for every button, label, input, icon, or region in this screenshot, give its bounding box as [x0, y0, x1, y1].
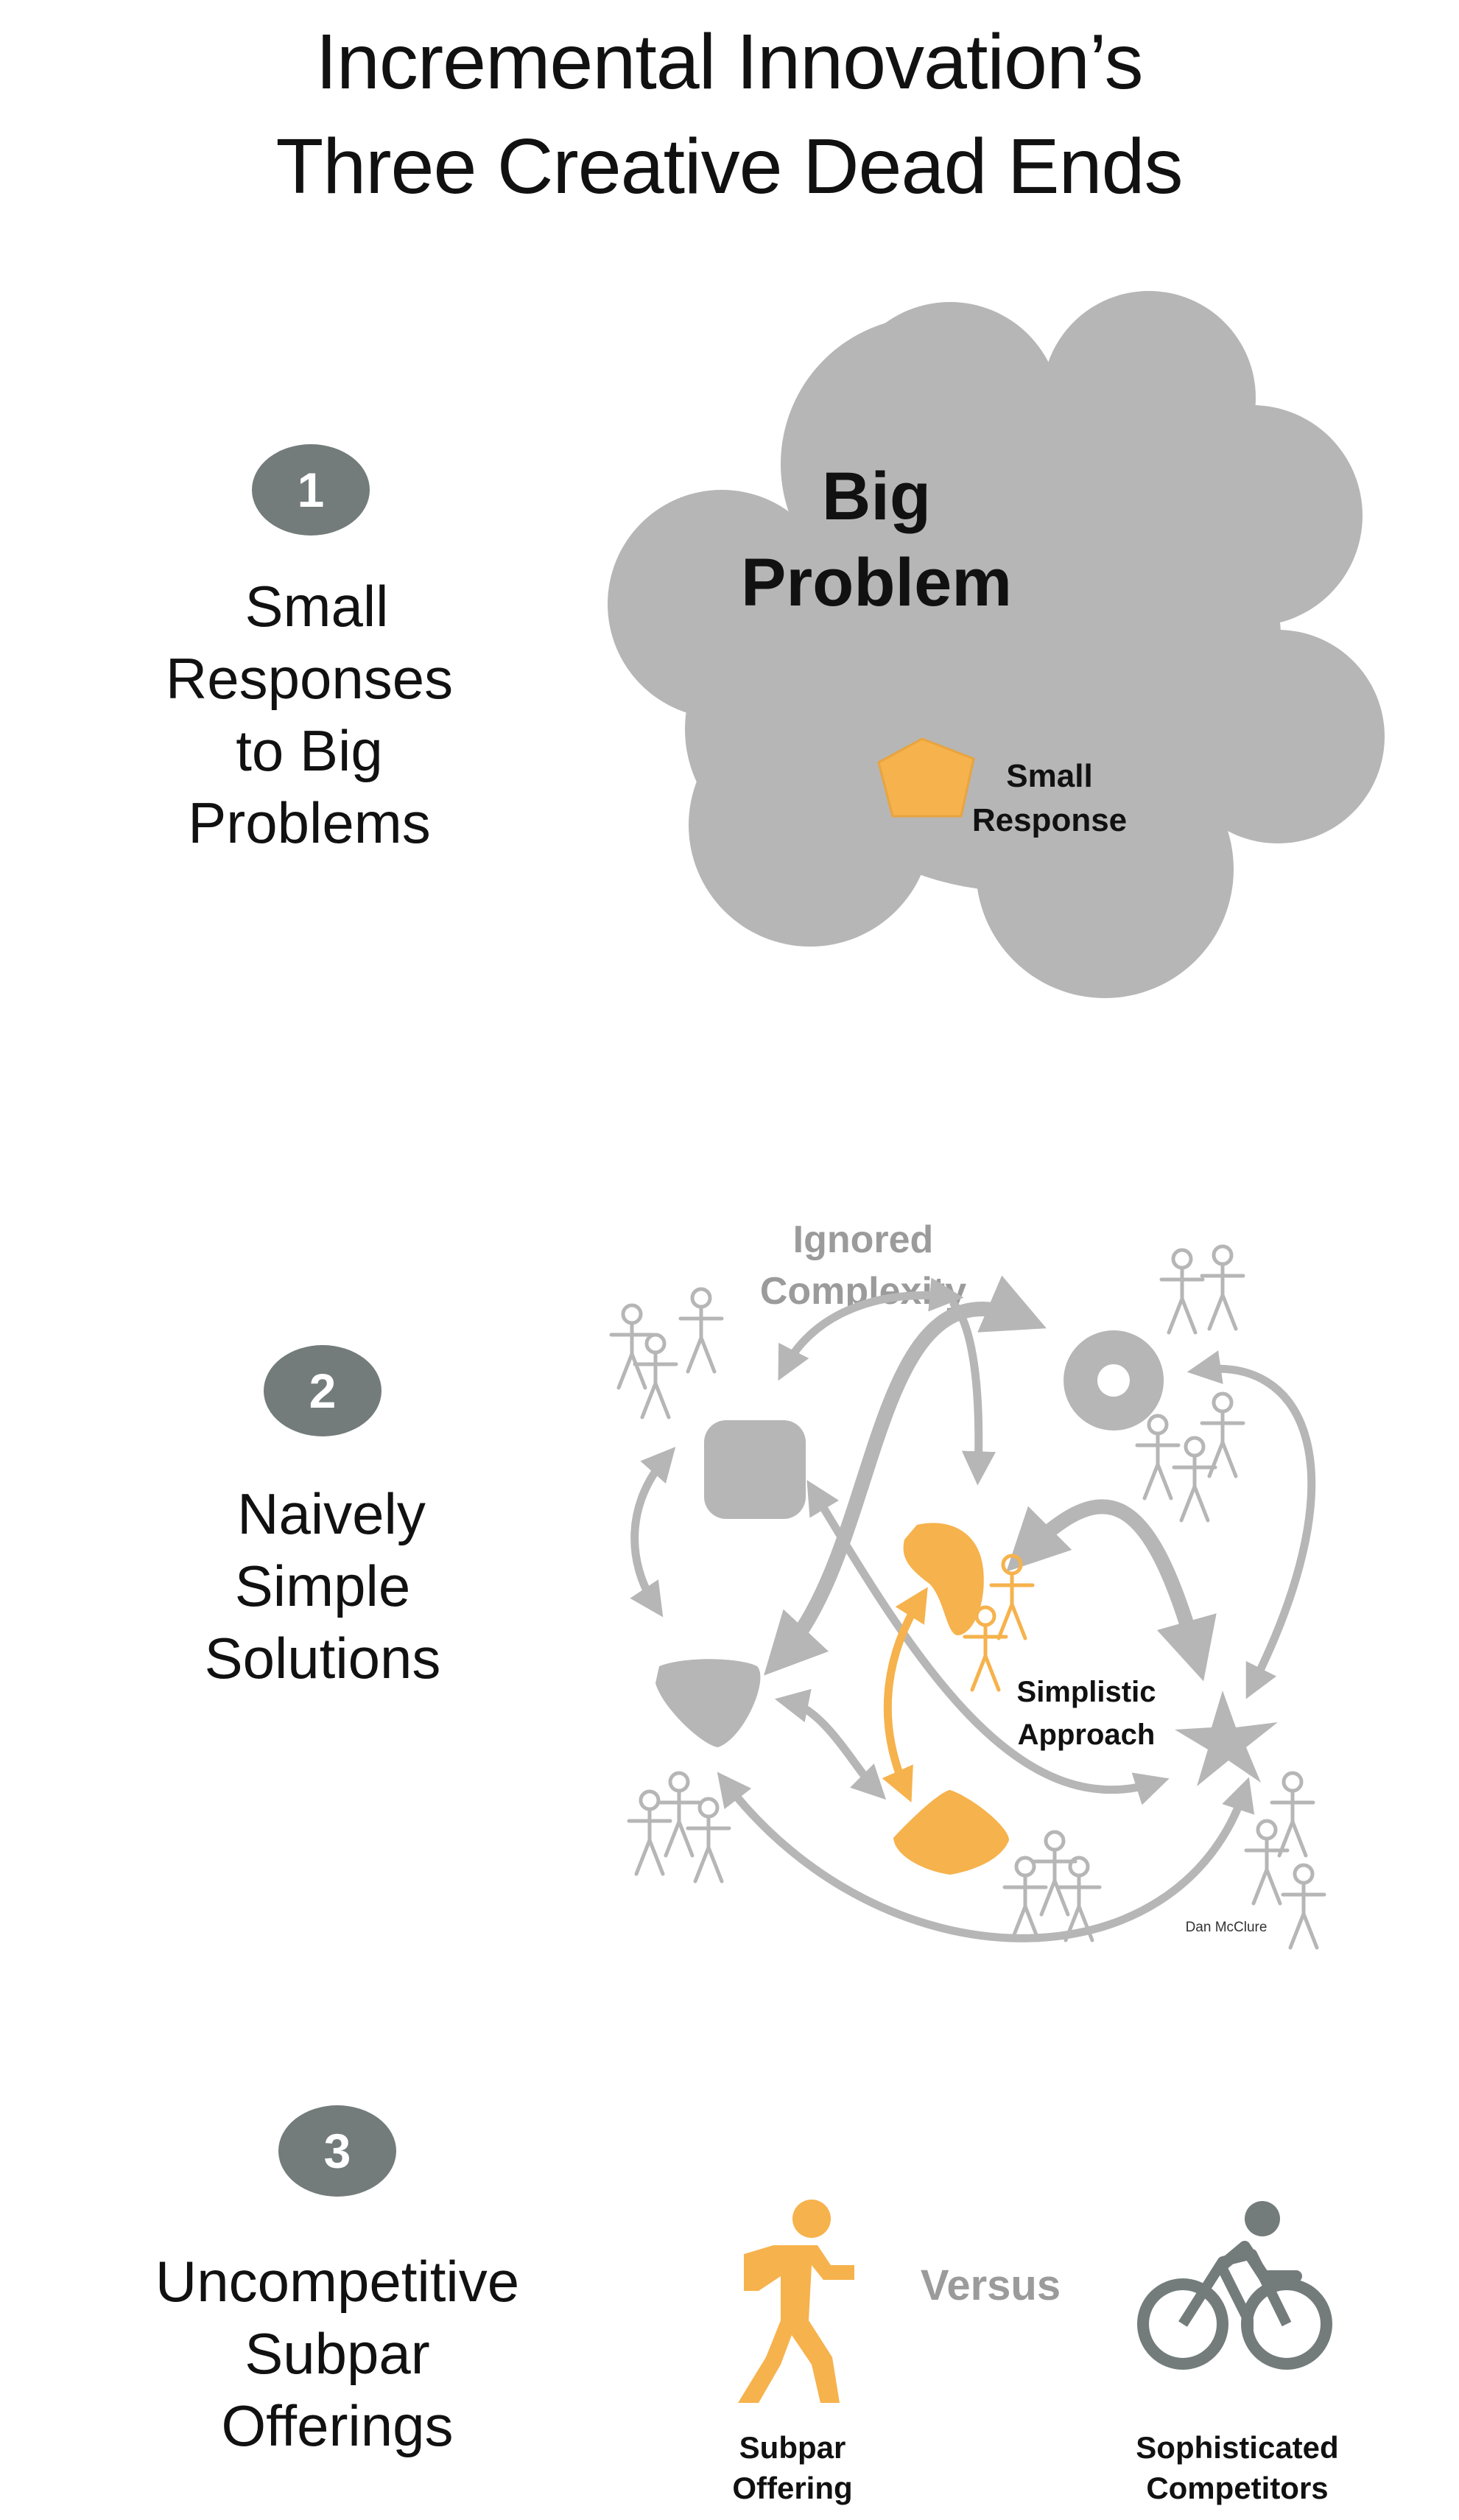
triangle-shape [655, 1659, 761, 1747]
rounded-square-shape [704, 1420, 806, 1519]
big-problem-line-2: Problem [741, 545, 1012, 620]
section-2-label-line-2: Simple [235, 1554, 410, 1618]
sophisticated-competitors-line-2: Competitors [1146, 2471, 1328, 2505]
section-1-label-line-2: Responses [166, 646, 453, 711]
section-2-number: 2 [309, 1363, 337, 1418]
section-3-label-line-3: Offerings [221, 2393, 453, 2458]
big-problem-cloud [608, 291, 1385, 998]
blob-shape [903, 1523, 984, 1635]
donut-shape [1064, 1330, 1164, 1431]
section-1: 1 Small Responses to Big Problems Big Pr… [166, 291, 1385, 998]
section-3-number: 3 [324, 2124, 351, 2178]
credit-text: Dan McClure [1186, 1920, 1268, 1935]
section-2-label-line-3: Solutions [205, 1626, 441, 1691]
orange-arrow-icon [882, 1587, 928, 1803]
big-problem-line-1: Big [822, 459, 931, 534]
section-3-label-line-1: Uncompetitive [155, 2249, 519, 2314]
curved-arrow-icon [630, 1275, 1316, 1942]
section-2-label-line-1: Naively [237, 1481, 426, 1546]
section-2-badge [264, 1345, 382, 1436]
section-1-badge [252, 444, 370, 536]
diamond-shape [893, 1790, 1009, 1875]
section-3: 3 Uncompetitive Subpar Offerings Versus … [155, 2105, 1339, 2505]
section-1-label-line-4: Problems [188, 790, 430, 855]
star-shape [1175, 1691, 1278, 1786]
subpar-offering-line-2: Offering [732, 2471, 852, 2505]
title-line-2: Three Creative Dead Ends [276, 123, 1183, 210]
cyclist-icon [1137, 2201, 1332, 2370]
section-3-label-line-2: Subpar [245, 2321, 430, 2386]
small-response-line-1: Small [1006, 758, 1092, 794]
section-2: 2 Naively Simple Solutions Ignored Compl… [205, 1218, 1324, 1948]
section-3-badge [278, 2105, 396, 2197]
section-1-label-line-3: to Big [236, 718, 382, 783]
sophisticated-competitors-line-1: Sophisticated [1136, 2430, 1338, 2465]
section-1-label-line-1: Small [245, 574, 388, 639]
simplistic-approach-line-1: Simplistic [1017, 1676, 1156, 1708]
ignored-complexity-line-1: Ignored [793, 1218, 934, 1261]
versus-text: Versus [921, 2261, 1061, 2309]
small-response-line-2: Response [972, 802, 1127, 838]
pentagon-icon [877, 737, 975, 818]
subpar-offering-line-1: Subpar [739, 2430, 846, 2465]
walking-person-icon [738, 2200, 854, 2403]
section-1-number: 1 [298, 463, 325, 517]
simplistic-approach-line-2: Approach [1018, 1719, 1156, 1751]
title-line-1: Incremental Innovation’s [315, 18, 1142, 105]
